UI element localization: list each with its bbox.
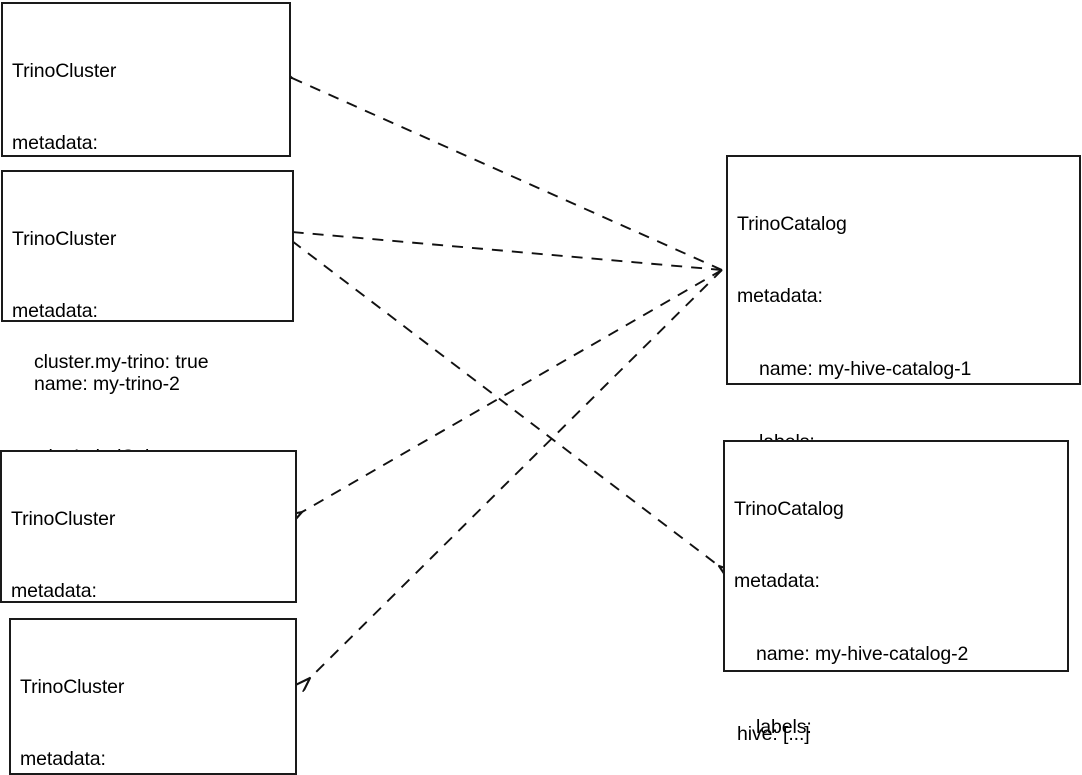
node-line: TrinoCatalog — [737, 212, 847, 235]
edge-catalog1-to-my-trino-green — [310, 269, 723, 678]
node-line: metadata: — [12, 132, 98, 155]
node-line: hive: [...] — [737, 722, 810, 745]
edge-catalog1-to-my-trino — [292, 78, 723, 271]
edge-catalog2-to-my-trino-2 — [291, 240, 719, 566]
node-trinocatalog-my-hive-catalog-2[interactable]: TrinoCatalog metadata: name: my-hive-cat… — [723, 440, 1069, 738]
node-body: TrinoCatalog metadata: name: my-hive-cat… — [725, 442, 1067, 775]
node-line: name: my-hive-catalog-2 — [756, 643, 969, 666]
node-line: metadata: — [737, 285, 823, 308]
node-line: labels: — [756, 716, 812, 739]
node-line: TrinoCluster — [20, 675, 125, 698]
node-line: metadata: — [12, 300, 98, 323]
node-line: TrinoCluster — [11, 507, 116, 530]
node-trinocluster-my-trino-green[interactable]: TrinoCluster metadata: name: my-trino-gr… — [9, 618, 297, 775]
edge-catalog1-to-my-trino-blue — [302, 269, 723, 512]
node-line: metadata: — [734, 570, 820, 593]
edge-catalog1-to-my-trino-2 — [292, 232, 723, 271]
node-trinocluster-my-trino[interactable]: TrinoCluster metadata: name: my-trino ca… — [1, 2, 291, 373]
node-line: metadata: — [20, 748, 106, 771]
node-line: metadata: — [11, 580, 97, 603]
node-trinocatalog-my-hive-catalog-1[interactable]: TrinoCatalog metadata: name: my-hive-cat… — [726, 155, 1081, 745]
node-line: TrinoCluster — [12, 59, 117, 82]
node-line: name: my-trino-2 — [34, 373, 180, 396]
node-body: TrinoCluster metadata: name: my-trino-gr… — [11, 620, 295, 775]
node-line: TrinoCluster — [12, 227, 117, 250]
node-line: name: my-hive-catalog-1 — [759, 358, 972, 381]
node-line: TrinoCatalog — [734, 497, 844, 520]
node-line: cluster.my-trino: true — [34, 351, 209, 374]
node-trinocluster-my-trino-blue[interactable]: TrinoCluster metadata: name: my-trino-bl… — [0, 450, 297, 748]
node-trinocluster-my-trino-2[interactable]: TrinoCluster metadata: name: my-trino-2 … — [1, 170, 294, 541]
